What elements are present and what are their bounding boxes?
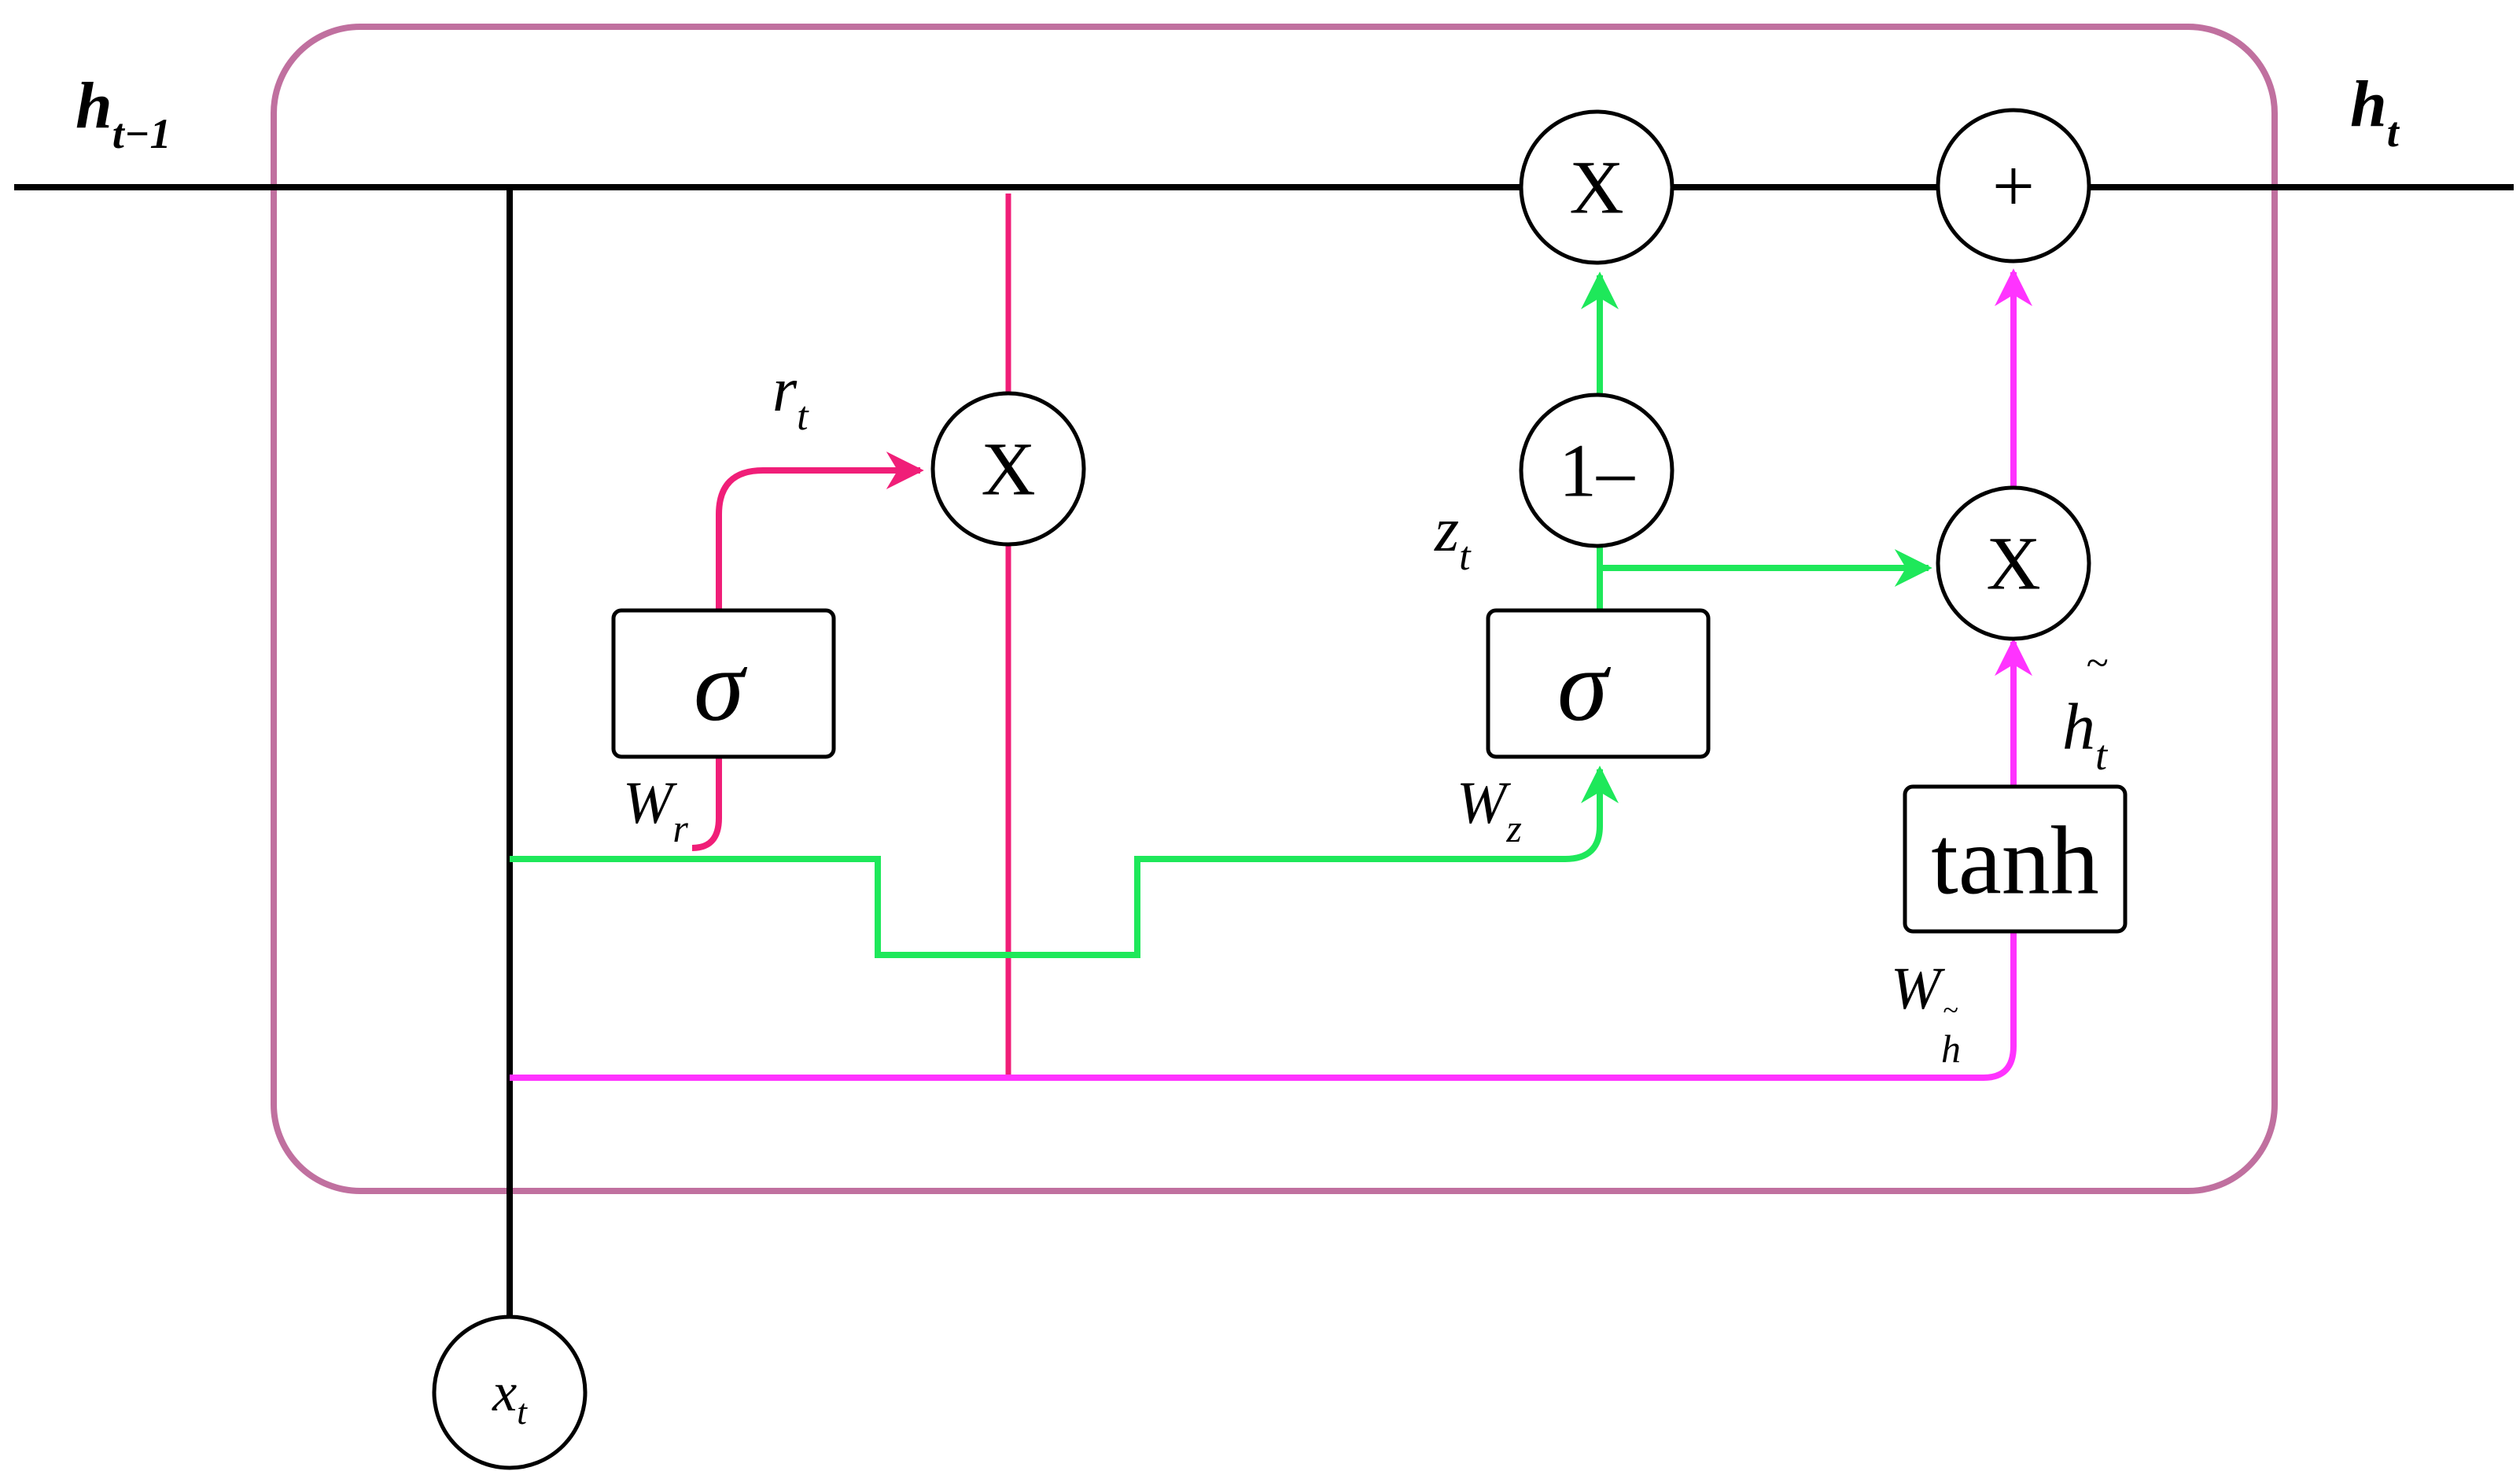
add-node: + xyxy=(1936,108,2091,264)
label-w-z: Wz xyxy=(1457,770,1522,850)
svg-text:h: h xyxy=(1941,1027,1961,1071)
cell-frame xyxy=(271,24,2278,1194)
label-h-tilde: ~ ht xyxy=(2062,641,2109,779)
top-multiply-node: X xyxy=(1519,109,1674,265)
one-minus-node: 1– xyxy=(1519,393,1674,548)
candidate-multiply-symbol: X xyxy=(1986,522,2040,606)
update-sigma-symbol: σ xyxy=(1557,629,1612,743)
svg-text:W: W xyxy=(1891,956,1946,1022)
svg-text:~: ~ xyxy=(2086,641,2108,686)
tanh-box: tanh xyxy=(1903,784,2128,934)
svg-text:xt: xt xyxy=(492,1362,528,1432)
reset-multiply-node: X xyxy=(930,391,1086,547)
label-r-t: rt xyxy=(772,356,809,439)
label-z-t: zt xyxy=(1434,496,1472,579)
input-node: xt xyxy=(432,1314,588,1470)
reset-gate-arrow xyxy=(691,452,924,851)
label-h-prev: ht−1 xyxy=(76,69,171,157)
reset-gate-box: σ xyxy=(611,608,836,759)
one-minus-symbol: 1– xyxy=(1559,429,1635,513)
candidate-input-path xyxy=(510,928,2017,1081)
add-symbol: + xyxy=(1992,144,2035,228)
label-w-r: Wr xyxy=(623,770,688,850)
svg-text:~: ~ xyxy=(1943,994,1958,1026)
x-t-sub: t xyxy=(517,1392,528,1432)
candidate-multiply-node: X xyxy=(1936,485,2091,641)
top-multiply-symbol: X xyxy=(1569,146,1623,230)
label-h-out: ht xyxy=(2350,68,2400,156)
update-gate-box: σ xyxy=(1486,608,1711,759)
update-input-path xyxy=(510,765,1619,958)
svg-text:ht: ht xyxy=(2062,691,2109,779)
reset-multiply-symbol: X xyxy=(981,427,1035,511)
reset-sigma-symbol: σ xyxy=(694,629,748,743)
label-w-h-tilde: W ~ h xyxy=(1891,956,1961,1071)
tanh-text: tanh xyxy=(1931,807,2099,915)
x-t-base: x xyxy=(492,1362,517,1423)
